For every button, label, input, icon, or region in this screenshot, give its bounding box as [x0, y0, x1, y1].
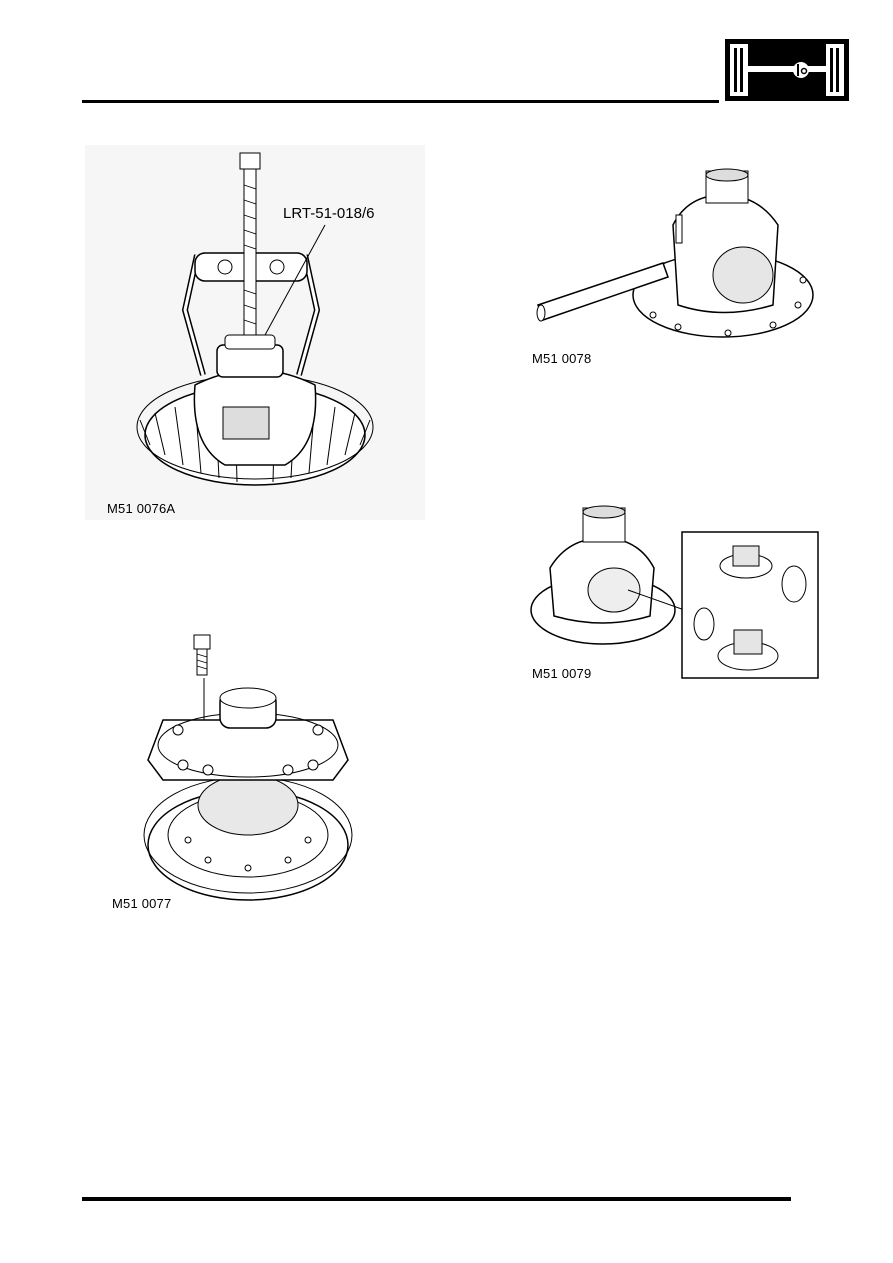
figure-caption: M51 0076A — [107, 501, 176, 516]
puller-illustration — [85, 145, 425, 520]
figure-cross-shaft: M51 0078 — [528, 165, 828, 375]
footer-rule — [82, 1197, 791, 1201]
figure-caption: M51 0078 — [532, 351, 592, 366]
tool-callout: LRT-51-018/6 — [283, 205, 375, 222]
figure-caption: M51 0079 — [532, 666, 592, 681]
figure-puller: LRT-51-018/6 M51 0076A — [85, 145, 425, 520]
figure-caption: M51 0077 — [112, 896, 172, 911]
cross-shaft-illustration — [536, 168, 814, 338]
gears-removed-illustration — [530, 505, 819, 679]
figure-case-bolts: M51 0077 — [108, 630, 368, 920]
figure-gears-removed: M51 0079 — [528, 498, 828, 688]
case-bolts-illustration — [143, 634, 353, 901]
header-rule — [82, 100, 719, 103]
axle-differential-icon — [725, 39, 849, 101]
